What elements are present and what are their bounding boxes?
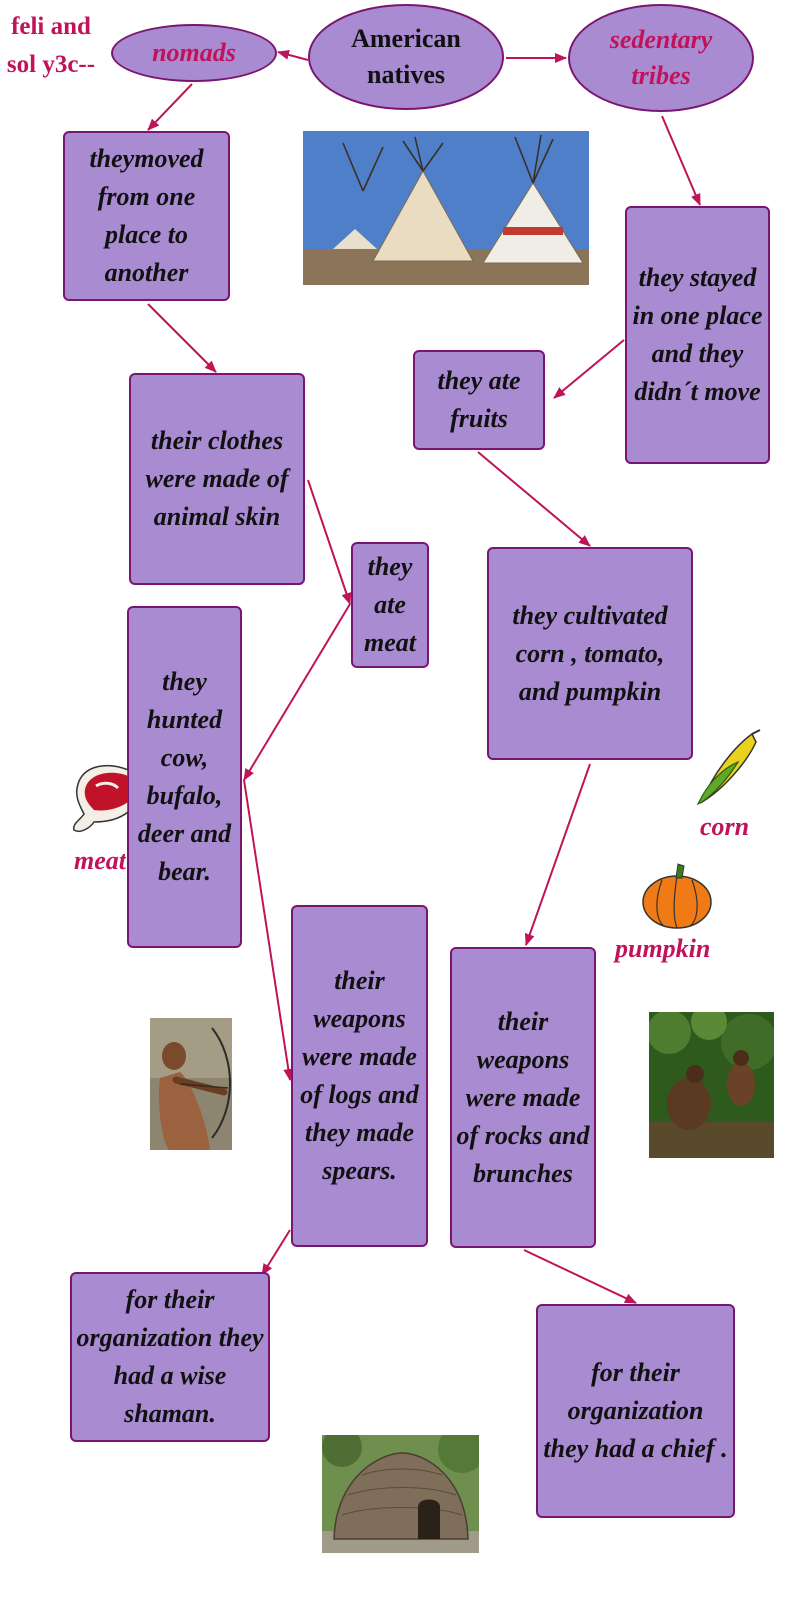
node-chief: for their organization they had a chief … (536, 1304, 735, 1518)
author-credit: feli and sol y3c-- (6, 13, 96, 78)
label-corn: corn (700, 812, 750, 841)
archer-photo (150, 1018, 232, 1150)
label-meat: meat (74, 846, 126, 875)
node-weapons-logs: their weapons were made of logs and they… (291, 905, 428, 1247)
tribe-photo (649, 1012, 774, 1158)
arrow-nomads-moved (147, 83, 193, 131)
node-nomads: nomads (111, 24, 277, 82)
arrow-meat-hunted (243, 603, 351, 781)
node-they-ate-meat: they ate meat (351, 542, 429, 668)
arrow-hunted-logs (243, 779, 294, 1081)
arrow-moved-clothes (147, 303, 217, 373)
node-wise-shaman: for their organization they had a wise s… (70, 1272, 270, 1442)
node-american-natives: American natives (308, 4, 504, 110)
teepee-photo (303, 131, 589, 285)
node-they-ate-fruits: they ate fruits (413, 350, 545, 450)
meat-icon (70, 762, 128, 834)
node-they-cultivated: they cultivated corn , tomato, and pumpk… (487, 547, 693, 760)
label-pumpkin: pumpkin (615, 934, 711, 963)
arrow-rocks-chief (523, 1249, 637, 1304)
arrow-center-nomads (277, 50, 309, 61)
node-their-clothes: their clothes were made of animal skin (129, 373, 305, 585)
arrow-cultivated-rocks (524, 763, 591, 946)
arrow-clothes-meat (307, 479, 352, 605)
node-they-hunted: they hunted cow, bufalo, deer and bear. (127, 606, 242, 948)
arrow-stayed-fruits (553, 339, 625, 399)
node-sedentary-tribes: sedentary tribes (568, 4, 754, 112)
node-weapons-rocks: their weapons were made of rocks and bru… (450, 947, 596, 1248)
node-they-stayed: they stayed in one place and they didn´t… (625, 206, 770, 464)
arrow-logs-shaman (261, 1229, 291, 1276)
arrow-fruits-cultivated (477, 451, 591, 547)
arrow-sedentary-stayed (661, 115, 701, 206)
pumpkin-icon (640, 862, 714, 930)
corn-icon (694, 728, 764, 808)
node-they-moved: theymoved from one place to another (63, 131, 230, 301)
hut-photo (322, 1435, 479, 1553)
